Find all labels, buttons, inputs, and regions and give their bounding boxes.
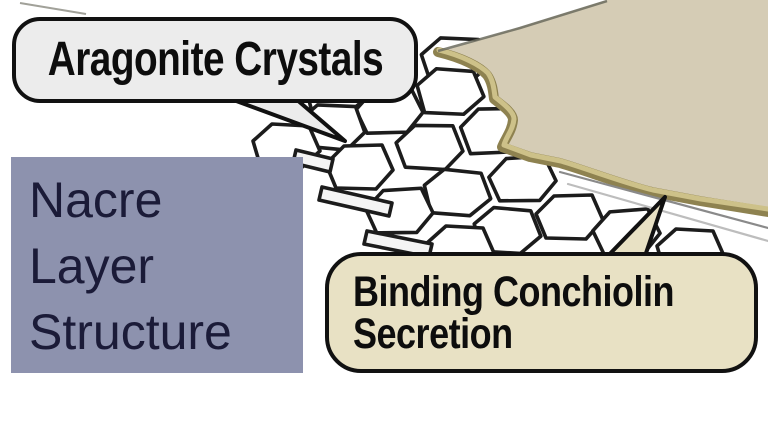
aragonite-callout-label: Aragonite Crystals: [47, 32, 383, 87]
title-line: Layer: [29, 238, 155, 294]
conchiolin-callout-line: Secretion: [353, 308, 513, 358]
corner-sketch-line: [19, 2, 87, 15]
title-line: Nacre: [29, 172, 163, 228]
conchiolin-sheet-icon: [440, 0, 768, 210]
conchiolin-callout-line: Binding Conchiolin: [353, 266, 674, 316]
sheet-top-edge-line: [437, 0, 608, 53]
aragonite-callout: Aragonite Crystals: [12, 17, 418, 103]
page-title: Nacre Layer Structure: [11, 157, 303, 373]
secretion-edge-band-highlight: [436, 47, 768, 212]
crystal-side-face: [317, 185, 394, 218]
title-line: Structure: [29, 304, 232, 360]
conchiolin-callout: Binding Conchiolin Secretion: [325, 252, 758, 373]
